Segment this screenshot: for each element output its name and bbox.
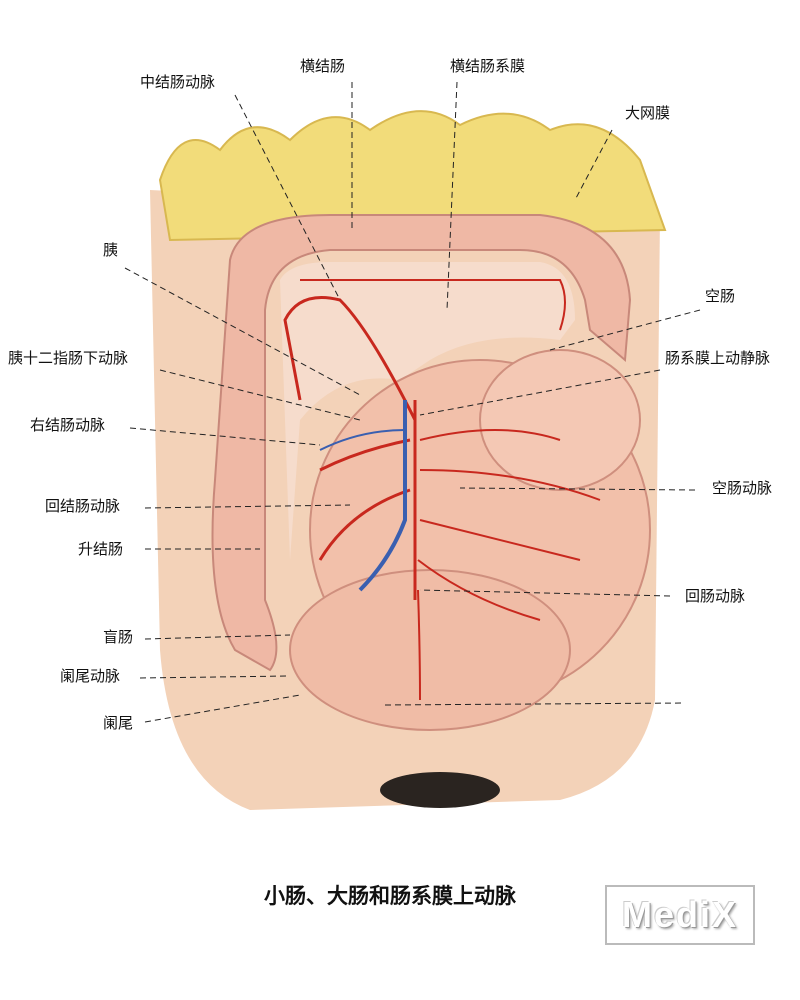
label-jejunal-arteries: 空肠动脉 — [712, 479, 773, 497]
label-pancreas: 胰 — [103, 241, 119, 259]
mesentery — [280, 262, 575, 560]
arteries — [283, 279, 601, 701]
label-appendix: 阑尾 — [103, 714, 134, 732]
colon — [211, 214, 632, 672]
label-inferior-pancreaticoduodenal-artery: 胰十二指肠下动脉 — [8, 349, 129, 367]
label-appendicular-artery: 阑尾动脉 — [60, 667, 121, 685]
pubic-region — [380, 772, 500, 808]
label-middle-colic-artery: 中结肠动脉 — [140, 73, 216, 91]
figure-title: 小肠、大肠和肠系膜上动脉 — [264, 884, 516, 908]
label-right-colic-artery: 右结肠动脉 — [30, 416, 106, 434]
label-superior-mesenteric-vessels: 肠系膜上动静脉 — [665, 349, 771, 367]
veins — [319, 400, 407, 592]
leader-lines — [124, 81, 701, 723]
label-transverse-colon: 横结肠 — [300, 57, 346, 75]
label-cecum: 盲肠 — [103, 628, 134, 646]
label-ascending-colon: 升结肠 — [78, 540, 124, 558]
medix-logo: MediX — [605, 885, 755, 945]
label-jejunum: 空肠 — [705, 287, 736, 305]
label-ileal-arteries: 回肠动脉 — [685, 587, 746, 605]
label-greater-omentum: 大网膜 — [625, 104, 671, 122]
label-transverse-mesocolon: 横结肠系膜 — [450, 57, 526, 75]
greater-omentum — [158, 110, 667, 242]
label-ileocolic-artery: 回结肠动脉 — [45, 497, 121, 515]
